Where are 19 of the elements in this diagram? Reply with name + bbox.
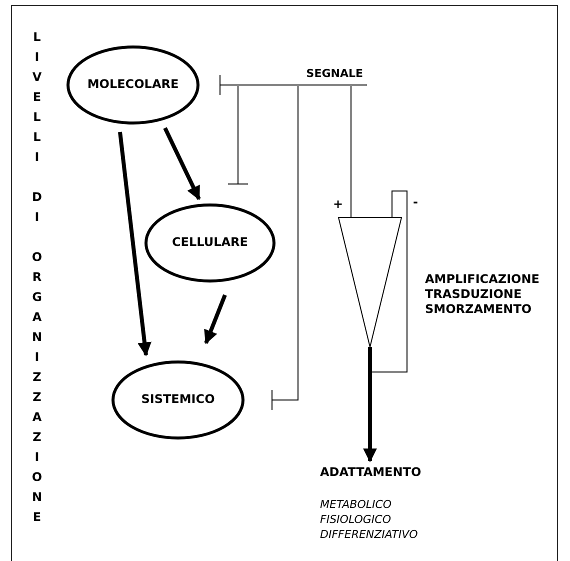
minus-sign: - [413,195,418,209]
inhibition-line [220,74,236,96]
plus-sign: + [333,197,344,211]
connector-line [350,86,352,218]
signal-label: SEGNALE [306,67,363,80]
level-label: SISTEMICO [140,392,216,406]
process-note: AMPLIFICAZIONE TRASDUZIONE SMORZAMENTO [425,272,540,317]
connector-line [370,190,408,372]
arrow [204,294,227,344]
outcome-list: METABOLICO FISIOLOGICO DIFFERENZIATIVO [320,497,418,542]
arrow [363,347,377,462]
level-label: MOLECOLARE [86,77,180,91]
inhibition-line [272,86,298,410]
level-label: CELLULARE [171,235,249,249]
outcome-heading: ADATTAMENTO [320,465,422,479]
arrow [118,132,152,356]
arrow [163,127,201,200]
vertical-title: LIVELLI DI ORGANIZZAZIONE [30,30,44,530]
inhibition-line [228,86,248,184]
